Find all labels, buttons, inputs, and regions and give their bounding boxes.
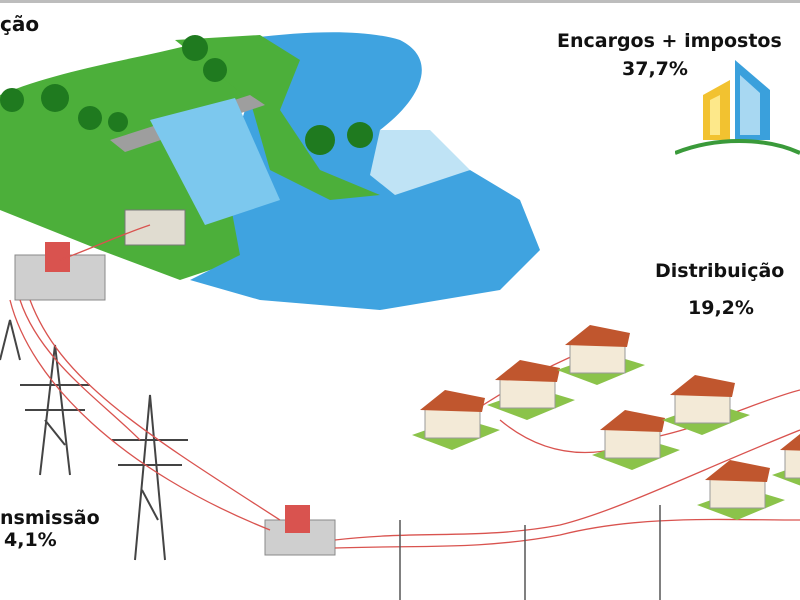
river-highlight [370,130,470,195]
house [662,375,750,435]
house [487,360,575,420]
label-generation: ção [0,12,40,36]
top-border [0,0,800,3]
house [592,410,680,470]
label-charges-taxes-pct: 37,7% [622,58,688,80]
label-transmission: nsmissão [0,507,100,529]
houses [412,325,800,520]
grass-right [175,35,380,200]
hydro-plant-landscape [0,32,540,310]
label-distribution: Distribuição [655,260,785,282]
trees [0,35,373,155]
house [412,390,500,450]
label-transmission-pct: 4,1% [4,529,57,551]
distribution-poles [399,505,661,600]
house [772,434,800,486]
spillway-water [150,98,280,225]
house [557,325,645,385]
substation-generation [14,242,106,301]
building-logo-icon [675,60,800,155]
label-charges-taxes: Encargos + impostos [557,30,782,52]
house [697,460,785,520]
substation-transmission [264,505,336,556]
power-house [124,209,186,246]
label-distribution-pct: 19,2% [688,297,754,319]
